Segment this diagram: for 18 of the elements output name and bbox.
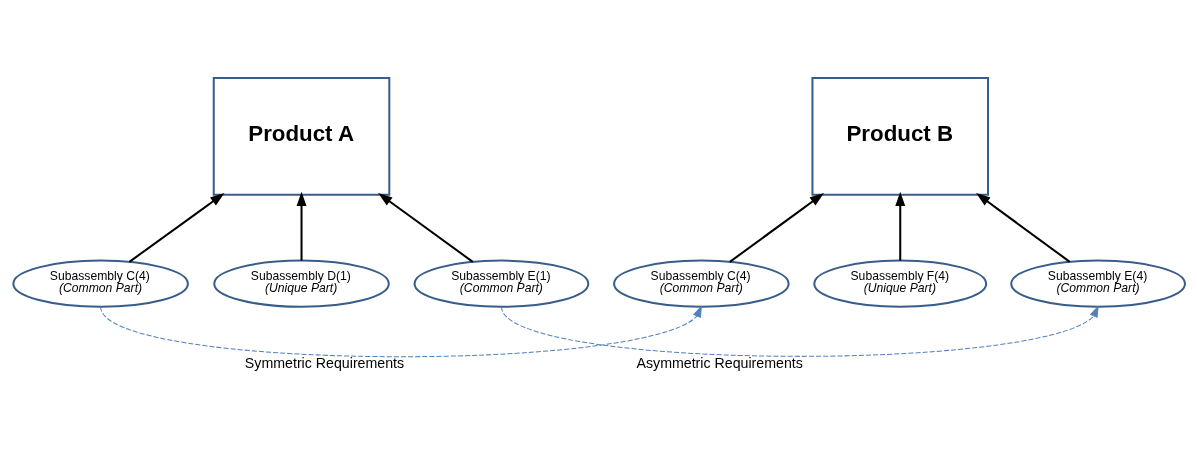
arrow — [128, 192, 224, 263]
arrow — [296, 191, 306, 261]
edge-label: Asymmetric Requirements — [635, 354, 803, 371]
arrow — [894, 191, 905, 261]
node-box: Product B — [810, 76, 989, 196]
arrow — [728, 192, 824, 263]
node-ellipse: Subassembly F(4) (Unique Part) — [812, 259, 987, 308]
arrow — [975, 192, 1070, 263]
node-box: Product A — [212, 76, 390, 196]
node-ellipse: Subassembly C(4) (Common Part) — [11, 259, 189, 308]
node-ellipse: Subassembly D(1) (Unique Part) — [212, 259, 390, 308]
node-ellipse: Subassembly E(4) (Common Part) — [1009, 259, 1186, 308]
node-ellipse: Subassembly C(4) (Common Part) — [612, 259, 790, 308]
arrow — [500, 304, 1099, 357]
node-ellipse: Subassembly E(1) (Common Part) — [413, 259, 589, 308]
edge-label: Symmetric Requirements — [244, 354, 404, 371]
arrow — [377, 192, 473, 263]
arrow — [99, 304, 702, 357]
